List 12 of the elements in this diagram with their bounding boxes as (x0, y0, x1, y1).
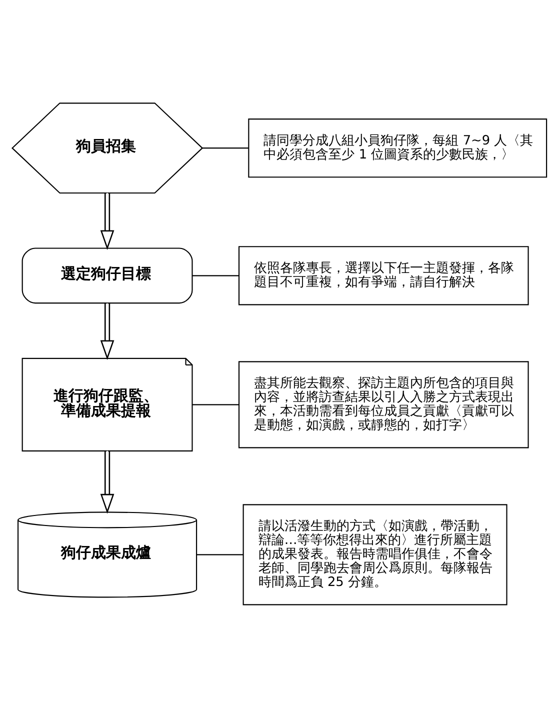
node-box: 依照各隊專長，選擇以下任一主題發揮，各隊題目不可重複，如有爭端，請自行解決 (238, 246, 529, 306)
arrow (100, 450, 114, 514)
connector (192, 404, 239, 406)
node-box: 盡其所能去觀察、探訪主題內所包含的項目與內容，並將訪查結果以引人入勝之方式表現出來，本活動需看到每位成員之貢獻〈貢獻可以是動態，如演戲，或靜態的，如打字〉 (238, 361, 529, 448)
node-box: 選定狗仔目標 (22, 248, 193, 304)
node-box: 請同學分成八組小員狗仔隊，每組 7~9 人〈其中必須包含至少 1 位圖資系的少數民族，〉 (248, 118, 548, 178)
connector (202, 148, 248, 149)
connector (196, 554, 244, 556)
connector (192, 275, 239, 276)
arrow (100, 193, 114, 250)
arrow (100, 303, 114, 360)
node-box: 請以活潑生動的方式〈如演戲，帶活動，辯論…等等你想得出來的〉進行所屬主題的成果發表。報告時需唱作俱佳，不會令老師、同學跑去會周公爲原則。每隊報告時間爲正負 25 分鐘。 (242, 504, 508, 606)
